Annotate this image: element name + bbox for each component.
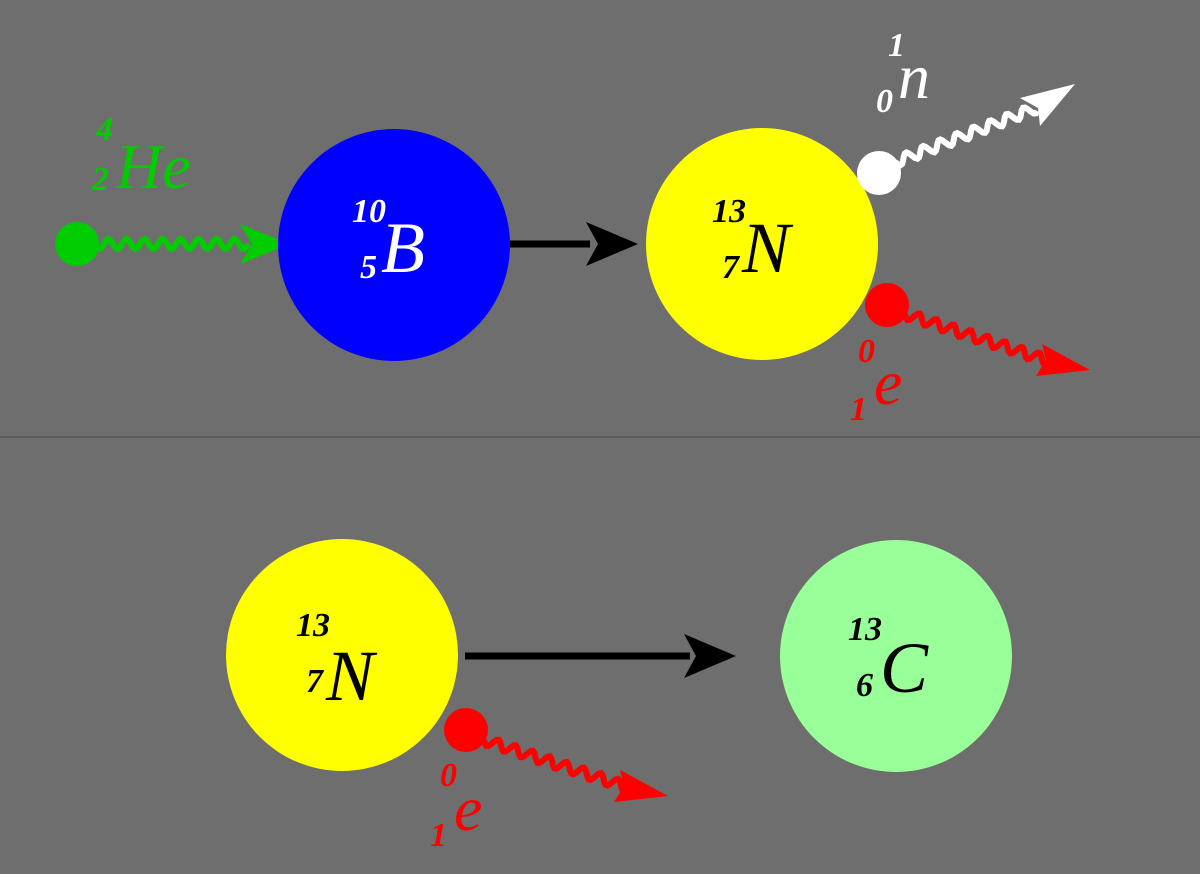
alpha-atomic-number: 2 [91, 161, 109, 198]
nitrogen-2-symbol: N [325, 636, 378, 716]
neutron-symbol: n [898, 41, 930, 112]
positron-2: 0 1 e [430, 708, 668, 854]
nitrogen-1-mass-number: 13 [712, 193, 746, 230]
neutron-mass-number: 1 [888, 27, 905, 64]
carbon-mass-number: 13 [848, 611, 882, 648]
neutron-arrowhead [1020, 84, 1075, 126]
alpha-wavy-trail [92, 235, 251, 253]
positron-2-wavy-trail [481, 736, 626, 792]
positron-2-mass-number: 0 [440, 757, 457, 794]
nitrogen-1-symbol: N [741, 208, 794, 288]
nitrogen-2-mass-number: 13 [296, 607, 330, 644]
carbon-symbol: C [880, 628, 929, 708]
positron-1-mass-number: 0 [858, 333, 875, 370]
alpha-particle: 4 2 He [55, 111, 290, 266]
positron-1-dot [865, 283, 909, 327]
neutron: 1 0 n [857, 27, 1075, 195]
reaction-arrow-2-head [684, 634, 736, 678]
reaction-arrow-1 [510, 222, 638, 266]
alpha-arrowhead [240, 224, 290, 264]
alpha-mass-number: 4 [95, 111, 113, 148]
nitrogen-circle-2 [226, 539, 458, 771]
carbon-nucleus: 13 6 C [780, 540, 1012, 772]
neutron-dot [857, 151, 901, 195]
nitrogen-2-atomic-number: 7 [306, 663, 325, 700]
reaction-2: 13 7 N 0 1 e 13 6 C [226, 539, 1012, 854]
reaction-1: 4 2 He 10 5 B 13 7 N 1 0 [55, 27, 1090, 428]
positron-2-arrowhead [614, 770, 668, 802]
alpha-symbol: He [115, 131, 191, 202]
reaction-arrow-2 [465, 634, 736, 678]
boron-nucleus: 10 5 B [278, 129, 510, 361]
reaction-arrow-1-head [586, 222, 638, 266]
carbon-atomic-number: 6 [856, 667, 873, 704]
positron-2-symbol: e [454, 773, 482, 844]
positron-1-atomic-number: 1 [850, 391, 867, 428]
positron-1-symbol: e [874, 347, 902, 418]
neutron-wavy-trail [893, 104, 1040, 169]
positron-2-dot [444, 708, 488, 752]
nitrogen-nucleus-1: 13 7 N [646, 128, 878, 360]
nitrogen-nucleus-2: 13 7 N [226, 539, 458, 771]
positron-1-wavy-trail [902, 310, 1047, 367]
boron-symbol: B [381, 208, 425, 288]
boron-mass-number: 10 [352, 193, 386, 230]
nitrogen-1-atomic-number: 7 [722, 249, 741, 286]
boron-circle [278, 129, 510, 361]
positron-2-atomic-number: 1 [430, 817, 447, 854]
positron-1: 0 1 e [850, 283, 1090, 428]
alpha-particle-dot [55, 222, 99, 266]
positron-1-arrowhead [1036, 344, 1090, 376]
neutron-atomic-number: 0 [876, 83, 893, 120]
boron-atomic-number: 5 [360, 249, 377, 286]
nitrogen-circle-1 [646, 128, 878, 360]
carbon-circle [780, 540, 1012, 772]
